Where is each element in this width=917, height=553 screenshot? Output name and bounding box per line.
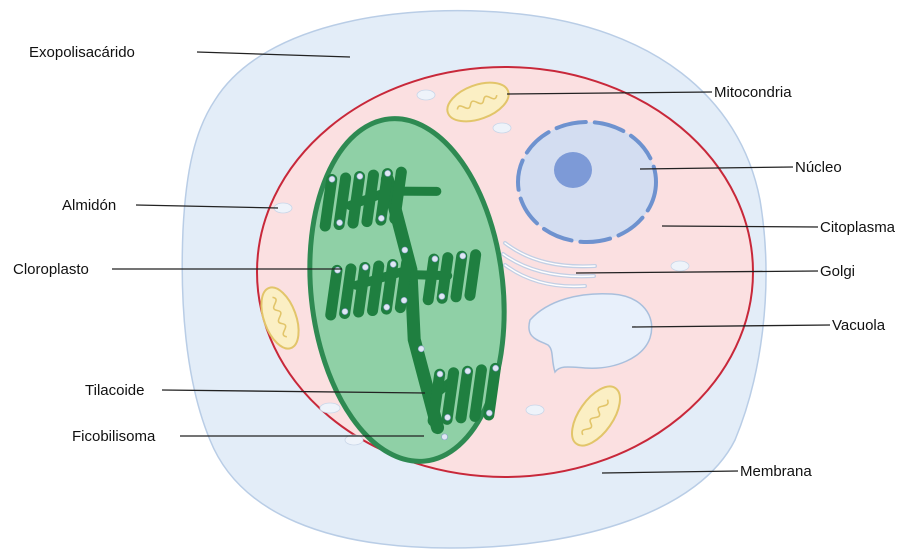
phycobilisome <box>439 293 446 300</box>
starch-granule <box>493 123 511 133</box>
nucleus <box>518 122 656 242</box>
phycobilisome <box>334 267 341 274</box>
starch-granule <box>320 403 340 413</box>
phycobilisome <box>459 253 466 260</box>
phycobilisome <box>336 219 343 226</box>
phycobilisome <box>444 414 451 421</box>
phycobilisome <box>342 308 349 315</box>
label-citoplasma: Citoplasma <box>820 219 896 236</box>
phycobilisome <box>390 261 397 268</box>
phycobilisome <box>357 173 364 180</box>
label-exopolisacarido: Exopolisacárido <box>29 44 135 61</box>
phycobilisome <box>402 247 409 254</box>
phycobilisome <box>492 365 499 372</box>
phycobilisome <box>384 170 391 177</box>
starch-granule <box>671 261 689 271</box>
phycobilisome <box>441 434 448 441</box>
phycobilisome <box>378 215 385 222</box>
starch-granule <box>417 90 435 100</box>
label-cloroplasto: Cloroplasto <box>13 261 89 278</box>
starch-granule <box>526 405 544 415</box>
phycobilisome <box>362 264 369 271</box>
phycobilisome <box>418 346 425 353</box>
phycobilisome <box>329 176 336 183</box>
phycobilisome <box>383 304 390 311</box>
label-almidon: Almidón <box>62 197 116 214</box>
label-ficobilisoma: Ficobilisoma <box>72 428 156 445</box>
label-membrana: Membrana <box>740 463 812 480</box>
phycobilisome <box>437 371 444 378</box>
label-vacuola: Vacuola <box>832 317 886 334</box>
phycobilisome <box>486 410 493 417</box>
phycobilisome <box>401 297 408 304</box>
phycobilisome <box>432 256 439 263</box>
label-mitocondria: Mitocondria <box>714 84 792 101</box>
label-tilacoide: Tilacoide <box>85 382 144 399</box>
label-golgi: Golgi <box>820 263 855 280</box>
nucleolus <box>554 152 592 188</box>
phycobilisome <box>465 368 472 375</box>
label-nucleo: Núcleo <box>795 159 842 176</box>
